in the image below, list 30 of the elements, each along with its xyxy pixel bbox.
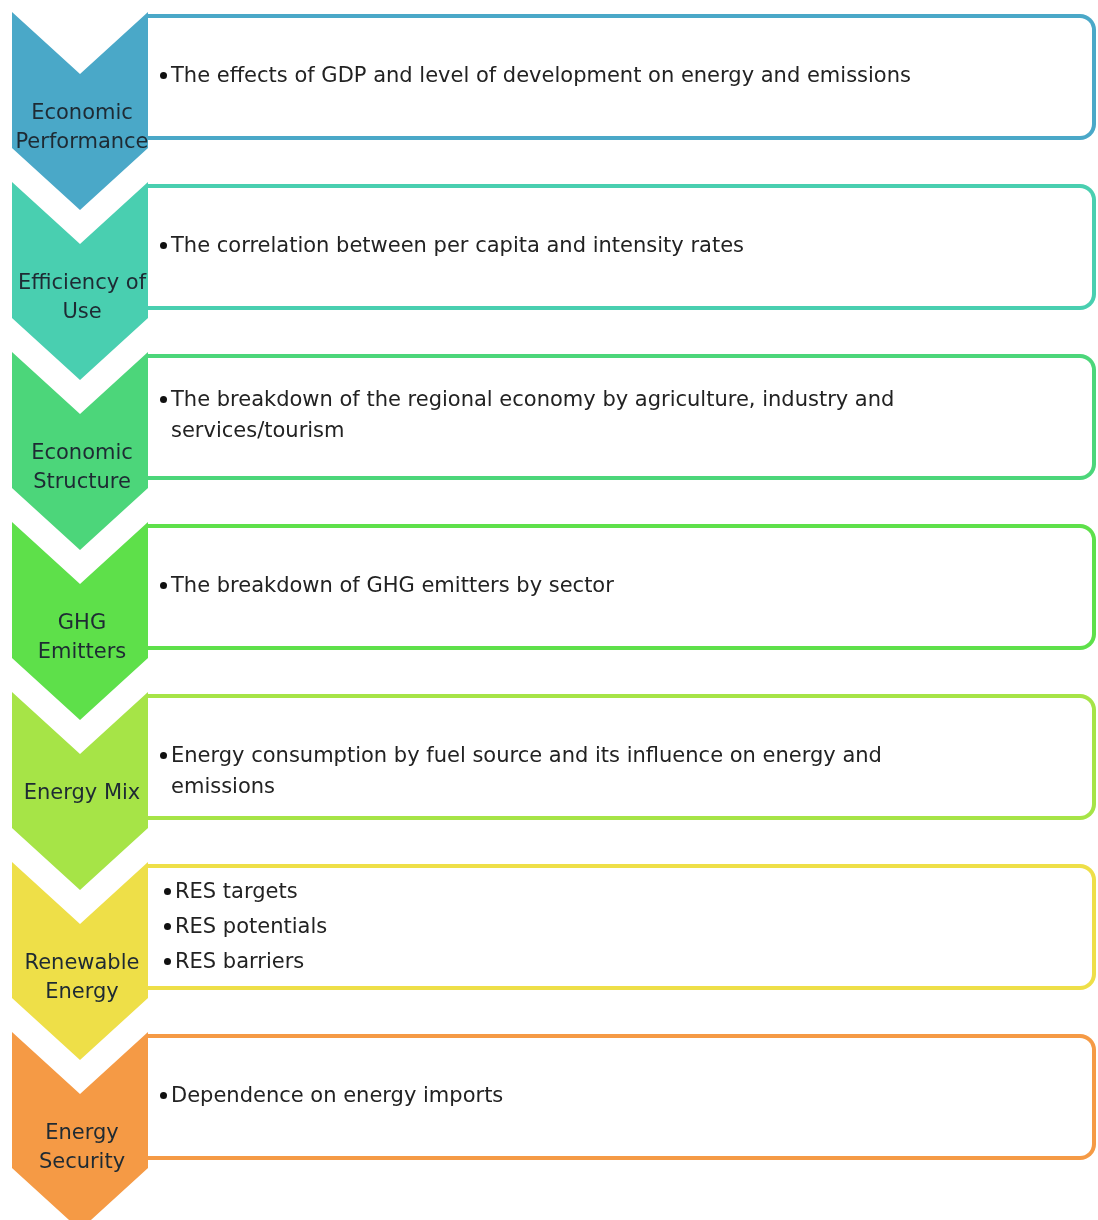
description-text: RES potentials xyxy=(175,913,328,940)
chevron-shape xyxy=(12,12,148,210)
description-text: The breakdown of the regional economy by agriculture, industry and services/tourism xyxy=(171,386,896,444)
step-label: GHG Emitters xyxy=(36,609,128,665)
description-text: Dependence on energy imports xyxy=(171,1082,504,1109)
step-label: Energy Security xyxy=(37,1119,127,1175)
chevron-shape xyxy=(12,862,148,1060)
chevron-shape xyxy=(12,182,148,380)
step-label: Renewable Energy xyxy=(23,949,141,1005)
chevron-shape xyxy=(12,692,148,890)
description-box xyxy=(148,864,1096,990)
chevron-shape xyxy=(12,352,148,550)
description-box xyxy=(148,1034,1096,1160)
description-box xyxy=(148,694,1096,820)
description-box xyxy=(148,354,1096,480)
description-text: RES targets xyxy=(175,878,298,905)
description-text: The breakdown of GHG emitters by sector xyxy=(171,572,614,599)
step-label: Energy Mix xyxy=(22,779,142,806)
description-text: RES barriers xyxy=(175,948,305,975)
description-text: The effects of GDP and level of development on energy and emissions xyxy=(171,62,911,89)
description-box xyxy=(148,524,1096,650)
step-label: Economic Structure xyxy=(30,439,134,495)
chevron-shape xyxy=(12,1032,148,1220)
description-box xyxy=(148,184,1096,310)
chevron-shape xyxy=(12,522,148,720)
description-box xyxy=(148,14,1096,140)
step-label: Efficiency of Use xyxy=(16,269,148,325)
step-label: Economic Performance xyxy=(14,99,150,155)
description-text: Energy consumption by fuel source and its influence on energy and emissions xyxy=(171,742,883,800)
description-text: The correlation between per capita and intensity rates xyxy=(171,232,744,259)
